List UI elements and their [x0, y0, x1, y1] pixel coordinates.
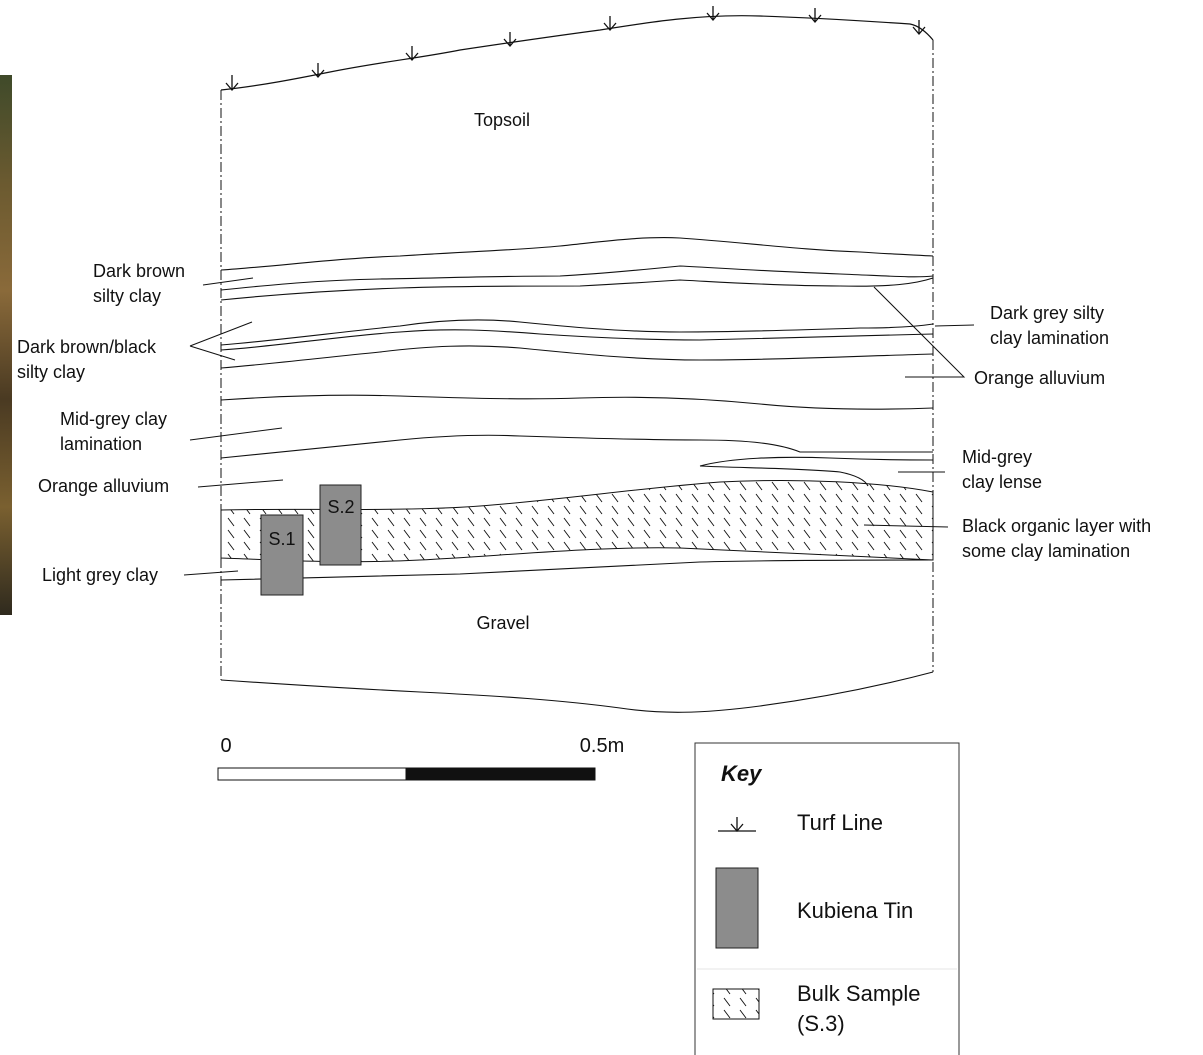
left-leader-lines — [183, 277, 284, 576]
boundary-gravel-base — [220, 671, 934, 713]
label-orange-alluvium-left: Orange alluvium — [38, 476, 169, 496]
turf-marker — [912, 20, 926, 35]
label-dark-brown-silty-clay-2: silty clay — [93, 286, 161, 306]
section-boundaries — [220, 40, 934, 680]
turf-marker — [603, 16, 617, 31]
kubiena-tin-s2 — [319, 484, 362, 566]
key-turf-line-label: Turf Line — [797, 810, 883, 835]
key-title: Key — [721, 761, 763, 786]
topsoil-label: Topsoil — [474, 110, 530, 130]
scale-bar-white — [217, 767, 407, 781]
boundary-dark-brown — [220, 265, 934, 291]
label-mid-grey-lense-1: Mid-grey — [962, 447, 1032, 467]
boundary-brown-black-mid — [220, 329, 934, 351]
label-dark-grey-silty-2: clay lamination — [990, 328, 1109, 348]
sample-s1-label: S.1 — [268, 529, 295, 549]
label-light-grey-clay: Light grey clay — [42, 565, 158, 585]
boundary-light-grey-base — [220, 559, 934, 581]
label-black-organic-1: Black organic layer with — [962, 516, 1151, 536]
boundary-topsoil-base — [220, 237, 934, 271]
label-mid-grey-clay-1: Mid-grey clay — [60, 409, 167, 429]
turf-marker — [808, 8, 822, 23]
key-kubiena-tin-label: Kubiena Tin — [797, 898, 913, 923]
sample-s2: S.2 — [319, 484, 362, 566]
turf-marker — [405, 46, 419, 61]
label-orange-alluvium-right: Orange alluvium — [974, 368, 1105, 388]
kubiena-tin-s1 — [260, 514, 304, 596]
turf-marker — [706, 6, 720, 21]
label-dark-brown-black-1: Dark brown/black — [17, 337, 157, 357]
scale-start-label: 0 — [220, 735, 231, 757]
label-mid-grey-lense-2: clay lense — [962, 472, 1042, 492]
boundary-orange-alluvium-top — [220, 434, 933, 459]
layer-boundaries — [220, 237, 934, 713]
right-leader-lines — [863, 286, 975, 528]
clay-lense — [699, 456, 934, 487]
label-dark-brown-silty-clay-1: Dark brown — [93, 261, 185, 281]
kubiena-tin-icon — [715, 867, 759, 949]
key-bulk-sample-label-2: (S.3) — [797, 1011, 845, 1036]
label-dark-grey-silty-1: Dark grey silty — [990, 303, 1104, 323]
scale-bar-black — [405, 767, 596, 781]
sample-s2-label: S.2 — [327, 497, 354, 517]
scale-bar: 0 0.5m — [217, 735, 624, 781]
photo-edge — [0, 75, 12, 615]
boundary-brown-black-top — [220, 319, 934, 346]
label-dark-brown-black-2: silty clay — [17, 362, 85, 382]
key-bulk-sample-label-1: Bulk Sample — [797, 981, 921, 1006]
scale-end-label: 0.5m — [580, 735, 624, 757]
turf-marker — [311, 63, 325, 78]
boundary-brown-black-base — [220, 345, 934, 369]
ground-surface-line — [220, 15, 934, 91]
gravel-label: Gravel — [476, 613, 529, 633]
turf-line-icon — [718, 817, 756, 832]
boundary-mid-grey-top — [220, 394, 934, 410]
sample-s1: S.1 — [260, 514, 304, 596]
turf-marker — [503, 32, 517, 47]
boundary-dark-brown-b — [220, 277, 934, 301]
bulk-sample-icon — [712, 988, 760, 1020]
key-legend: Key Turf Line Kubiena Tin Bulk Sample (S… — [694, 742, 960, 1055]
label-black-organic-2: some clay lamination — [962, 541, 1130, 561]
turf-line-markers — [225, 6, 926, 91]
label-mid-grey-clay-2: lamination — [60, 434, 142, 454]
kubiena-tins: S.1 S.2 — [260, 484, 362, 596]
key-border — [694, 742, 960, 1055]
turf-marker — [225, 75, 239, 91]
